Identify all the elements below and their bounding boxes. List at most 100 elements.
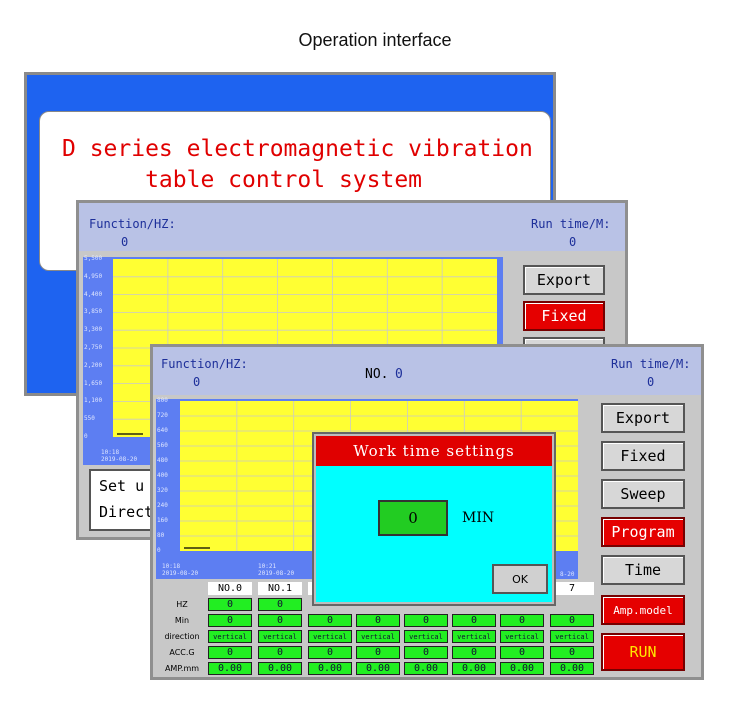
table-cell[interactable]: vertical [308,630,352,643]
y-tick-label: 640 [157,427,168,434]
runtime-label: Run time/M: [531,217,611,231]
y-tick-label: 800 [157,397,168,404]
table-column-header: NO.1 [258,582,302,595]
function-value: 0 [193,375,201,389]
y-tick-label: 240 [157,502,168,509]
y-tick-label: 400 [157,472,168,479]
table-cell[interactable]: 0.00 [308,662,352,675]
table-cell[interactable]: 0.00 [208,662,252,675]
ok-button[interactable]: OK [492,564,548,594]
table-cell[interactable]: 0 [208,614,252,627]
table-cell[interactable]: 0 [500,614,544,627]
y-tick-label: 4,400 [84,290,103,298]
table-cell[interactable]: vertical [258,630,302,643]
page-caption: Operation interface [298,30,452,50]
table-cell[interactable]: vertical [452,630,496,643]
work-time-input[interactable]: 0 [378,500,448,536]
title-line-1: D series electromagnetic vibration [62,136,533,162]
function-value: 0 [121,235,129,249]
table-row-label: Min [174,616,190,625]
no-value: 0 [395,367,403,382]
fixed-button[interactable]: Fixed [523,301,605,331]
table-cell[interactable]: 0.00 [404,662,448,675]
table-cell[interactable]: 0 [452,646,496,659]
table-cell[interactable]: 0 [208,598,252,611]
run-button[interactable]: RUN [601,633,685,671]
table-cell[interactable]: 0 [258,614,302,627]
work-time-dialog: Work time settings 0 MIN OK [312,432,556,606]
table-cell[interactable]: 0 [308,646,352,659]
table-row-label: HZ [176,600,188,609]
screen-header: Function/HZ: 0 NO. 0 Run time/M: 0 [153,347,701,395]
title-line-2: table control system [62,167,423,193]
table-cell[interactable]: 0 [452,614,496,627]
y-tick-label: 550 [84,415,95,423]
table-cell[interactable]: 0.00 [452,662,496,675]
table-cell[interactable]: 0 [356,646,400,659]
y-tick-label: 80 [157,532,165,539]
table-cell[interactable]: 0.00 [356,662,400,675]
system-title: D series electromagnetic vibration table… [62,134,533,196]
work-time-unit: MIN [462,510,495,526]
table-cell[interactable]: 0 [404,614,448,627]
table-row-label: direction [164,632,200,641]
table-cell[interactable]: 0 [550,646,594,659]
table-cell[interactable]: vertical [356,630,400,643]
y-tick-label: 5,500 [84,255,103,262]
table-cell[interactable]: 0 [308,614,352,627]
runtime-value: 0 [569,235,577,249]
y-tick-label: 720 [157,412,168,419]
function-label: Function/HZ: [161,357,248,371]
table-cell[interactable]: vertical [404,630,448,643]
x-tick-3: 8-20 [560,571,575,578]
runtime-value: 0 [647,375,655,389]
table-cell[interactable]: 0 [208,646,252,659]
y-tick-label: 1,100 [84,397,103,405]
table-cell[interactable]: 0 [404,646,448,659]
function-label: Function/HZ: [89,217,176,231]
y-tick-label: 3,300 [84,326,103,334]
sweep-button[interactable]: Sweep [601,479,685,509]
table-cell[interactable]: 0 [258,598,302,611]
export-button[interactable]: Export [523,265,605,295]
table-cell[interactable]: vertical [500,630,544,643]
table-cell[interactable]: 0.00 [258,662,302,675]
y-tick-label: 0 [84,433,88,440]
no-label: NO. [365,367,389,382]
screen-header: Function/HZ: 0 Run time/M: 0 [79,203,625,251]
dialog-title: Work time settings [316,436,552,466]
table-column-header: 7 [550,582,594,595]
table-cell[interactable]: 0 [550,614,594,627]
direction-label: Directi [99,503,163,521]
runtime-label: Run time/M: [611,357,691,371]
y-tick-label: 160 [157,517,168,524]
y-tick-label: 320 [157,487,168,494]
y-tick-label: 0 [157,547,161,554]
y-tick-label: 480 [157,457,168,464]
table-cell[interactable]: 0 [258,646,302,659]
table-column-header: NO.0 [208,582,252,595]
y-tick-label: 2,750 [84,344,103,351]
set-up-label: Set u [99,477,145,495]
y-tick-label: 4,950 [84,272,103,280]
table-cell[interactable]: vertical [550,630,594,643]
table-cell[interactable]: vertical [208,630,252,643]
table-cell[interactable]: 0 [356,614,400,627]
y-tick-label: 3,850 [84,308,103,316]
program-button[interactable]: Program [601,517,685,547]
y-tick-label: 560 [157,442,168,449]
y-tick-label: 1,650 [84,379,103,387]
dialog-body: 0 MIN OK [316,466,552,602]
amp-model-button[interactable]: Amp.model [601,595,685,625]
time-button[interactable]: Time [601,555,685,585]
fixed-button[interactable]: Fixed [601,441,685,471]
table-cell[interactable]: 0.00 [500,662,544,675]
table-cell[interactable]: 0 [500,646,544,659]
export-button[interactable]: Export [601,403,685,433]
table-cell[interactable]: 0.00 [550,662,594,675]
table-row-label: AMP.mm [164,664,200,673]
